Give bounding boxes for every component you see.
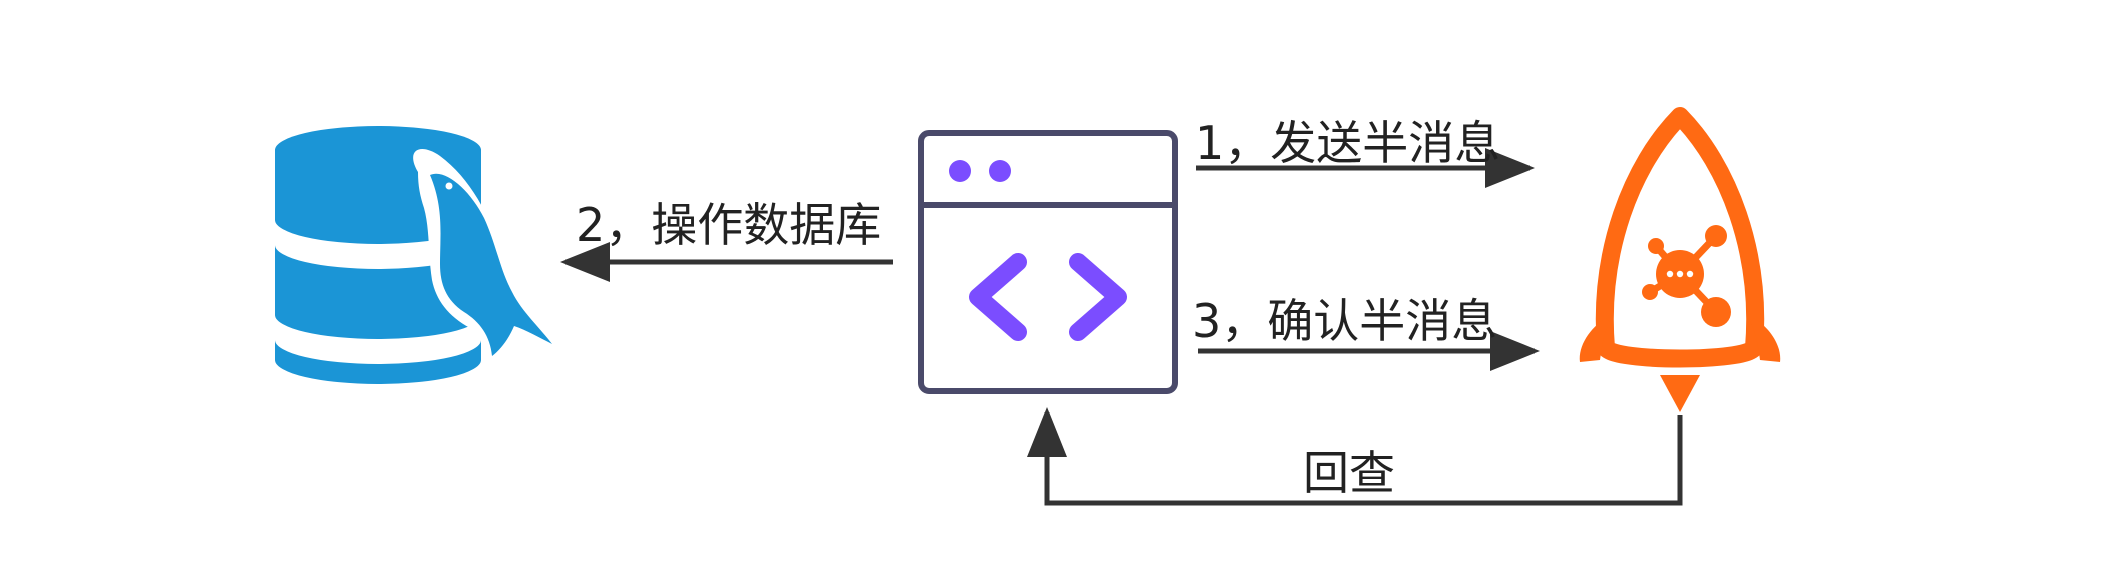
operate-database-label: 2，操作数据库 xyxy=(576,198,882,252)
window-dot-icon xyxy=(949,160,971,182)
chevron-left-icon xyxy=(969,253,1027,341)
send-half-message-label: 1，发送半消息 xyxy=(1195,116,1501,170)
check-back-label: 回查 xyxy=(1303,446,1395,500)
confirm-half-message-label: 3，确认半消息 xyxy=(1192,294,1498,348)
mysql-database-icon xyxy=(275,126,564,384)
code-window-icon xyxy=(918,130,1178,394)
window-dot-icon xyxy=(989,160,1011,182)
check-back-arrow xyxy=(1027,407,1683,506)
rocketmq-rocket-icon xyxy=(1579,107,1781,412)
chevron-right-icon xyxy=(1069,253,1127,341)
